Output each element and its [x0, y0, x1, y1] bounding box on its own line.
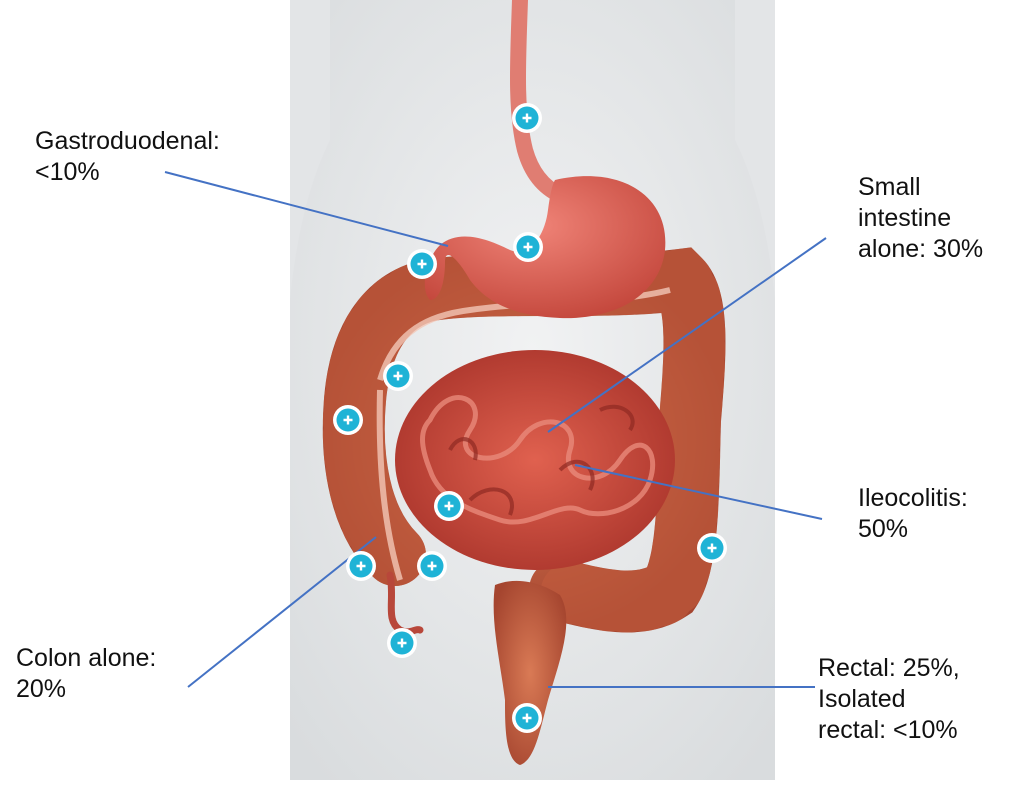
hotspot-terminal-ileum[interactable] — [417, 551, 447, 581]
hotspot-descending-colon[interactable] — [697, 533, 727, 563]
label-rectal: Rectal: 25%, Isolated rectal: <10% — [818, 653, 960, 746]
hotspot-esophagus[interactable] — [512, 103, 542, 133]
label-ileocolitis: Ileocolitis: 50% — [858, 483, 968, 545]
small-intestine — [395, 350, 675, 570]
hotspot-stomach[interactable] — [513, 232, 543, 262]
hotspot-cecum[interactable] — [346, 551, 376, 581]
label-small-intestine: Small intestine alone: 30% — [858, 172, 983, 265]
hotspot-ileum[interactable] — [434, 491, 464, 521]
hotspot-appendix[interactable] — [387, 628, 417, 658]
hotspot-duodenum[interactable] — [407, 249, 437, 279]
hotspot-ascending-colon[interactable] — [333, 405, 363, 435]
hotspot-hepatic-flexure[interactable] — [383, 361, 413, 391]
label-gastroduodenal: Gastroduodenal: <10% — [35, 126, 220, 188]
label-colon-alone: Colon alone: 20% — [16, 643, 156, 705]
hotspot-rectum[interactable] — [512, 703, 542, 733]
